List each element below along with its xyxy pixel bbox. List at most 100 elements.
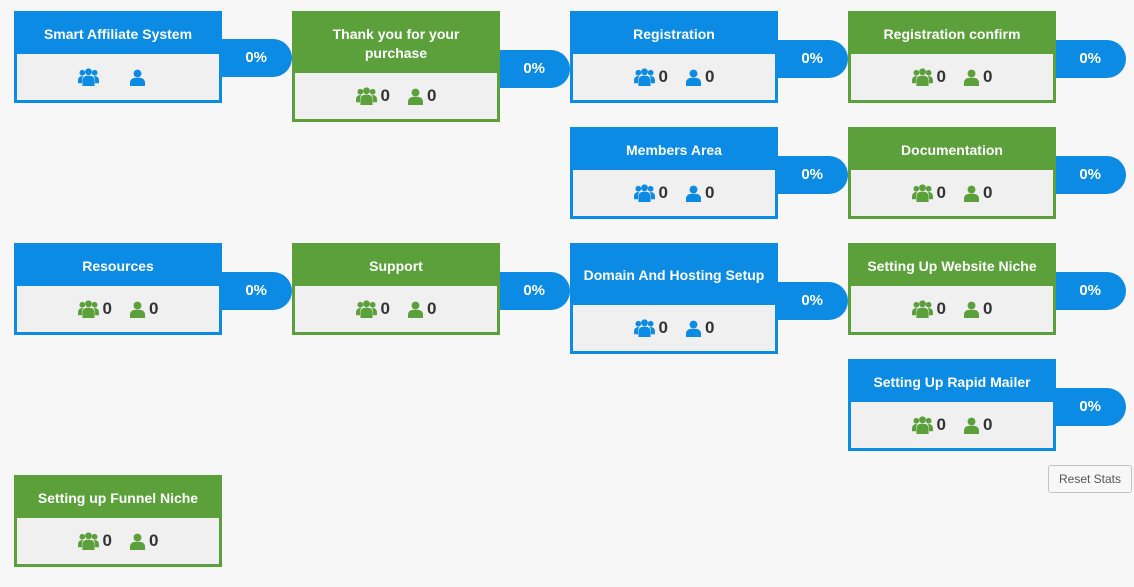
funnel-step-card[interactable]: Setting Up Rapid Mailer 0 0 <box>848 359 1056 451</box>
visitors-count: 0 <box>658 67 668 86</box>
user-icon <box>964 69 979 86</box>
unique-count: 0 <box>705 318 715 337</box>
unique-stat: 0 <box>686 183 714 203</box>
user-icon <box>964 301 979 318</box>
user-icon <box>964 185 979 202</box>
users-group-icon <box>355 299 377 319</box>
user-icon <box>130 301 145 318</box>
step-title: Registration confirm <box>883 25 1021 42</box>
step-title: Members Area <box>626 141 722 158</box>
funnel-step-card[interactable]: Support 0 0 <box>292 243 500 335</box>
users-group-icon <box>911 299 933 319</box>
step-title: Resources <box>82 257 154 274</box>
visitors-count: 0 <box>936 415 946 434</box>
visitors-stat: 0 <box>633 183 668 203</box>
visitors-stat: 0 <box>633 67 668 87</box>
visitors-stat <box>78 67 112 87</box>
user-icon <box>130 533 145 550</box>
unique-count: 0 <box>427 86 437 105</box>
users-group-icon <box>355 86 377 106</box>
step-title: Registration <box>633 25 715 42</box>
users-group-icon <box>911 183 933 203</box>
funnel-step-card[interactable]: Members Area 0 0 <box>570 127 778 219</box>
users-group-icon <box>78 67 99 87</box>
users-group-icon <box>633 67 655 87</box>
unique-stat: 0 <box>964 415 992 435</box>
unique-stat <box>130 69 158 86</box>
step-title: Setting up Funnel Niche <box>37 489 199 506</box>
unique-stat: 0 <box>964 67 992 87</box>
step-title: Support <box>369 257 423 274</box>
funnel-step-card[interactable]: Documentation 0 0 <box>848 127 1056 219</box>
visitors-count: 0 <box>380 86 390 105</box>
visitors-count: 0 <box>658 183 668 202</box>
funnel-step-card[interactable]: Setting up Funnel Niche 0 0 <box>14 475 222 567</box>
step-stats: 0 0 <box>851 170 1053 216</box>
visitors-count: 0 <box>380 299 390 318</box>
visitors-stat: 0 <box>355 86 390 106</box>
funnel-step-card[interactable]: Smart Affiliate System <box>14 11 222 103</box>
users-group-icon <box>633 183 655 203</box>
step-stats: 0 0 <box>295 286 497 332</box>
unique-stat: 0 <box>408 86 436 106</box>
visitors-count: 0 <box>658 318 668 337</box>
step-stats: 0 0 <box>573 54 775 100</box>
user-icon <box>964 417 979 434</box>
step-stats: 0 0 <box>851 402 1053 448</box>
funnel-step-card[interactable]: Domain And Hosting Setup 0 0 <box>570 243 778 354</box>
user-icon <box>130 69 145 86</box>
visitors-count: 0 <box>936 299 946 318</box>
users-group-icon <box>911 415 933 435</box>
user-icon <box>686 69 701 86</box>
unique-stat: 0 <box>964 183 992 203</box>
unique-stat: 0 <box>130 531 158 551</box>
funnel-step-card[interactable]: Registration confirm 0 0 <box>848 11 1056 103</box>
reset-stats-button[interactable]: Reset Stats <box>1048 465 1132 493</box>
unique-count: 0 <box>983 67 993 86</box>
funnel-step-card[interactable]: Thank you for your purchase 0 0 <box>292 11 500 122</box>
visitors-stat: 0 <box>355 299 390 319</box>
users-group-icon <box>77 531 99 551</box>
step-title: Documentation <box>901 141 1003 158</box>
step-stats: 0 0 <box>17 518 219 564</box>
user-icon <box>408 301 423 318</box>
visitors-stat: 0 <box>911 183 946 203</box>
step-title: Thank you for your purchase <box>332 25 460 61</box>
funnel-step-card[interactable]: Resources 0 0 <box>14 243 222 335</box>
unique-count: 0 <box>427 299 437 318</box>
step-stats: 0 0 <box>295 73 497 119</box>
funnel-step-card[interactable]: Setting Up Website Niche 0 0 <box>848 243 1056 335</box>
user-icon <box>686 185 701 202</box>
step-stats: 0 0 <box>851 54 1053 100</box>
step-stats: 0 0 <box>573 170 775 216</box>
unique-count: 0 <box>983 415 993 434</box>
visitors-stat: 0 <box>911 415 946 435</box>
visitors-stat: 0 <box>911 299 946 319</box>
visitors-stat: 0 <box>77 299 112 319</box>
unique-stat: 0 <box>964 299 992 319</box>
unique-count: 0 <box>705 183 715 202</box>
step-title: Setting Up Website Niche <box>867 257 1037 274</box>
step-title: Domain And Hosting Setup <box>583 267 765 283</box>
step-stats <box>17 54 219 100</box>
visitors-count: 0 <box>102 299 112 318</box>
users-group-icon <box>77 299 99 319</box>
visitors-stat: 0 <box>911 67 946 87</box>
visitors-count: 0 <box>102 531 112 550</box>
users-group-icon <box>911 67 933 87</box>
step-title: Setting Up Rapid Mailer <box>873 373 1031 390</box>
unique-stat: 0 <box>686 318 714 338</box>
unique-count: 0 <box>983 299 993 318</box>
unique-stat: 0 <box>408 299 436 319</box>
unique-count: 0 <box>983 183 993 202</box>
step-stats: 0 0 <box>573 305 775 351</box>
visitors-stat: 0 <box>633 318 668 338</box>
visitors-count: 0 <box>936 67 946 86</box>
unique-count: 0 <box>149 531 159 550</box>
visitors-count: 0 <box>936 183 946 202</box>
user-icon <box>408 88 423 105</box>
visitors-stat: 0 <box>77 531 112 551</box>
user-icon <box>686 320 701 337</box>
funnel-step-card[interactable]: Registration 0 0 <box>570 11 778 103</box>
step-stats: 0 0 <box>851 286 1053 332</box>
